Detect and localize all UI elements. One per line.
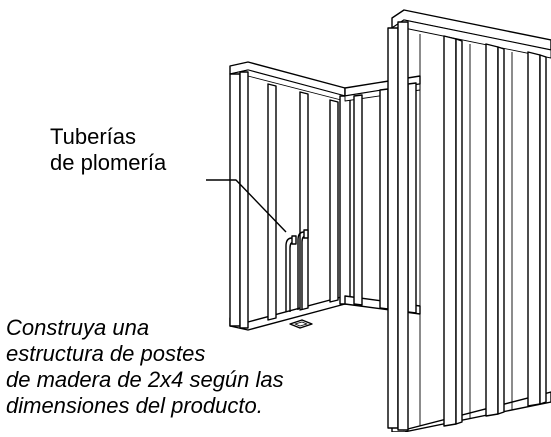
instruction-line4: dimensiones del producto. [6, 393, 263, 418]
plumbing-label: Tuberías de plomería [50, 124, 166, 176]
floor-drain [289, 319, 313, 329]
framing-instruction: Construya una estructura de postes de ma… [6, 315, 284, 419]
plumbing-label-line1: Tuberías [50, 124, 137, 149]
plumbing-leader-line [206, 179, 287, 233]
instruction-line1: Construya una [6, 315, 150, 340]
plumbing-pipes [285, 229, 309, 312]
right-back-wall-frame [344, 75, 421, 315]
instruction-line3: de madera de 2x4 según las [6, 367, 284, 392]
front-wall-frame [387, 9, 551, 433]
plumbing-label-line2: de plomería [50, 150, 167, 175]
back-wall-frame [229, 61, 351, 331]
instruction-line2: estructura de postes [6, 341, 206, 366]
